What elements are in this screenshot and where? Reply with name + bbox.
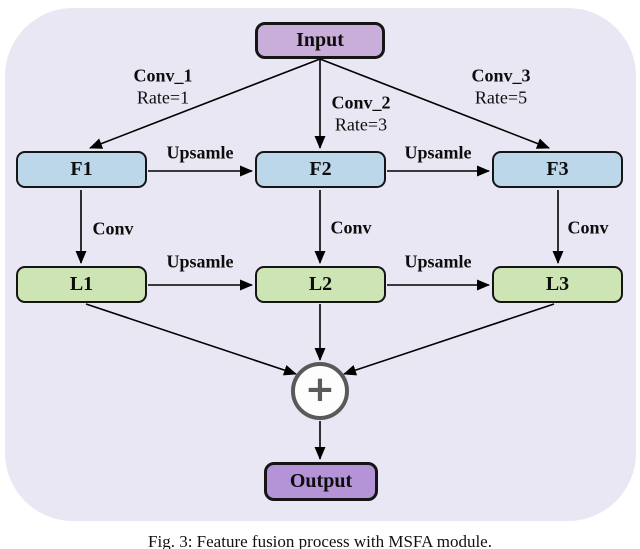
node-f3: F3: [492, 151, 623, 188]
label-conv2: Conv_2: [331, 92, 391, 113]
node-l3: L3: [492, 266, 623, 303]
diagram-panel: [5, 8, 636, 521]
label-upsample-l2-l3: Upsamle: [404, 251, 472, 272]
label-conv-f2-l2: Conv: [330, 217, 372, 238]
label-conv3: Conv_3: [471, 65, 531, 86]
label-upsample-f1-f2: Upsamle: [166, 142, 234, 163]
node-output: Output: [264, 462, 378, 501]
node-input: Input: [255, 22, 385, 59]
node-f2: F2: [255, 151, 386, 188]
label-upsample-l1-l2: Upsamle: [166, 251, 234, 272]
label-conv-f3-l3: Conv: [567, 217, 609, 238]
node-l1: L1: [16, 266, 147, 303]
node-l2: L2: [255, 266, 386, 303]
node-f1: F1: [16, 151, 147, 188]
label-conv1: Conv_1: [133, 65, 193, 86]
label-rate1: Rate=1: [136, 87, 190, 108]
sum-node: +: [291, 362, 349, 420]
plus-icon: +: [304, 368, 336, 410]
label-rate3: Rate=5: [474, 87, 528, 108]
label-upsample-f2-f3: Upsamle: [404, 142, 472, 163]
label-rate2: Rate=3: [334, 114, 388, 135]
figure-caption: Fig. 3: Feature fusion process with MSFA…: [148, 532, 492, 549]
label-conv-f1-l1: Conv: [92, 218, 134, 239]
